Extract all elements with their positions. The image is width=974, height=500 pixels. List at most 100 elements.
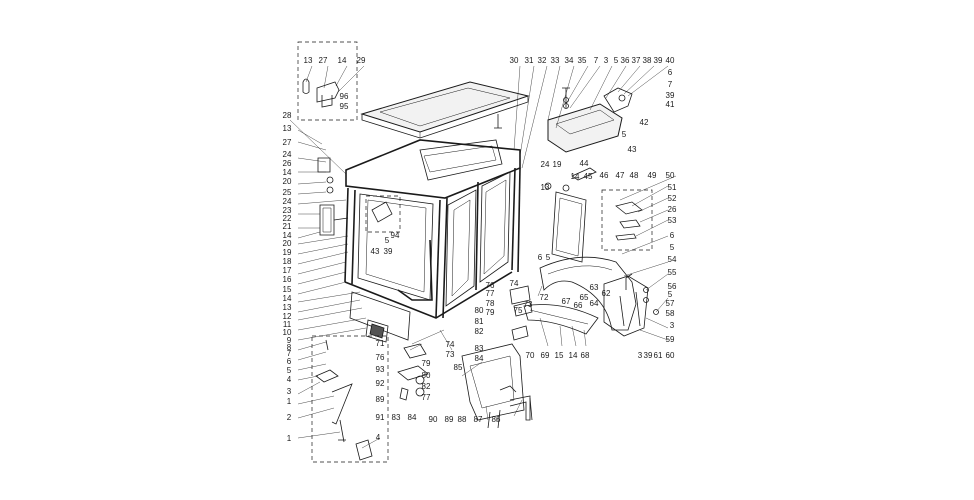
rear-fenders	[523, 256, 659, 337]
part-number-label: 94	[391, 231, 400, 240]
part-number-label: 11	[283, 320, 292, 329]
part-number-label: 9	[287, 336, 292, 345]
part-number-label: 76	[376, 353, 385, 362]
part-number-label: 44	[580, 159, 589, 168]
part-number-label: 82	[475, 327, 484, 336]
part-number-label: 6	[668, 68, 673, 77]
part-number-label: 12	[283, 312, 292, 321]
part-number-label: 15	[283, 285, 292, 294]
part-number-label: 4	[287, 375, 292, 384]
part-number-label: 82	[422, 382, 431, 391]
part-number-label: 34	[565, 56, 574, 65]
part-number-label: 63	[590, 283, 599, 292]
part-number-label: 3	[287, 387, 292, 396]
part-number-label: 62	[602, 289, 611, 298]
part-number-label: 83	[392, 413, 401, 422]
part-number-label: 21	[283, 222, 292, 231]
part-number-label: 5	[670, 243, 675, 252]
part-number-label: 5	[287, 366, 292, 375]
part-number-label: 74	[446, 340, 455, 349]
part-number-label: 52	[668, 194, 677, 203]
part-number-label: 38	[643, 56, 652, 65]
part-number-label: 92	[376, 379, 385, 388]
part-number-label: 39	[644, 351, 653, 360]
part-number-label: 66	[574, 301, 583, 310]
part-number-label: 80	[422, 371, 431, 380]
part-number-label: 24	[283, 150, 292, 159]
part-number-label: 65	[580, 293, 589, 302]
part-number-label: 6	[538, 253, 543, 262]
part-number-label: 81	[475, 317, 484, 326]
part-number-label: 26	[283, 159, 292, 168]
part-number-label: 5	[668, 290, 673, 299]
part-number-label: 2	[287, 413, 292, 422]
part-number-label: 84	[408, 413, 417, 422]
part-number-label: 14	[283, 168, 292, 177]
part-number-label: 89	[445, 415, 454, 424]
part-number-label: 73	[446, 350, 455, 359]
part-number-label: 29	[357, 56, 366, 65]
cab-frame	[317, 139, 521, 343]
part-number-label: 5	[614, 56, 619, 65]
part-number-label: 24	[541, 160, 550, 169]
part-number-label: 67	[562, 297, 571, 306]
part-number-label: 56	[668, 282, 677, 291]
part-number-label: 31	[525, 56, 534, 65]
part-number-label: 37	[632, 56, 641, 65]
part-number-label: 69	[541, 351, 550, 360]
part-number-label: 7	[594, 56, 599, 65]
part-number-label: 79	[486, 308, 495, 317]
part-number-label: 78	[486, 299, 495, 308]
part-number-label: 26	[668, 205, 677, 214]
part-number-label: 13	[541, 183, 550, 192]
part-number-label: 13	[283, 124, 292, 133]
part-number-label: 77	[422, 393, 431, 402]
part-number-label: 95	[340, 102, 349, 111]
part-number-label: 23	[283, 206, 292, 215]
part-number-label: 24	[283, 197, 292, 206]
part-number-label: 80	[475, 306, 484, 315]
part-number-label: 96	[340, 92, 349, 101]
part-number-label: 88	[458, 415, 467, 424]
inset-windscreen	[365, 195, 401, 233]
part-number-label: 79	[422, 359, 431, 368]
part-number-label: 46	[600, 171, 609, 180]
part-number-label: 70	[526, 351, 535, 360]
part-number-label: 15	[555, 351, 564, 360]
part-number-label: 35	[578, 56, 587, 65]
part-number-label: 13	[304, 56, 313, 65]
part-number-label: 48	[630, 171, 639, 180]
part-number-label: 85	[454, 363, 463, 372]
part-number-label: 10	[283, 328, 292, 337]
part-number-label: 5	[622, 130, 627, 139]
part-number-label: 72	[540, 293, 549, 302]
part-number-label: 13	[283, 303, 292, 312]
part-number-label: 40	[666, 56, 675, 65]
part-number-label: 55	[668, 268, 677, 277]
part-number-label: 22	[283, 214, 292, 223]
part-number-label: 64	[590, 299, 599, 308]
inset-bottom-left	[311, 335, 389, 463]
part-number-label: 27	[319, 56, 328, 65]
part-number-label: 53	[668, 216, 677, 225]
part-number-label: 17	[283, 266, 292, 275]
part-number-label: 59	[666, 335, 675, 344]
part-number-label: 18	[283, 257, 292, 266]
part-number-label: 1	[287, 397, 292, 406]
part-number-label: 8	[287, 343, 292, 352]
part-number-label: 19	[283, 248, 292, 257]
part-number-label: 28	[283, 111, 292, 120]
part-number-label: 20	[283, 177, 292, 186]
part-number-label: 90	[429, 415, 438, 424]
part-number-label: 91	[376, 413, 385, 422]
part-number-label: 51	[668, 183, 677, 192]
part-number-label: 71	[376, 339, 385, 348]
part-number-label: 60	[666, 351, 675, 360]
floor-and-steps	[397, 285, 533, 429]
part-number-label: 3	[604, 56, 609, 65]
part-number-label: 14	[283, 231, 292, 240]
part-number-label: 54	[668, 255, 677, 264]
part-number-label: 39	[384, 247, 393, 256]
